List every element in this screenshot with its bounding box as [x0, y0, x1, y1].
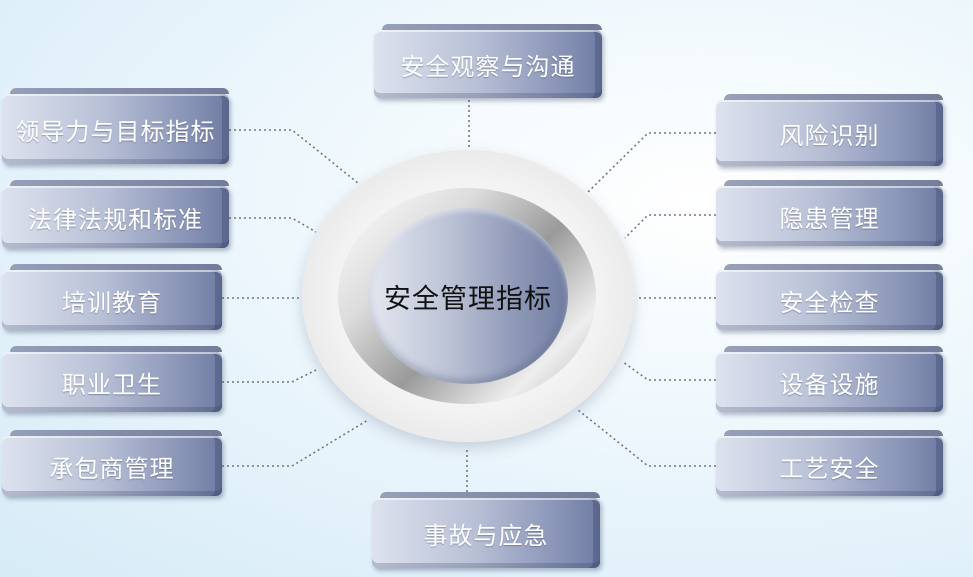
node-right-4-label: 设备设施 — [779, 370, 880, 399]
node-left-5-label: 承包商管理 — [49, 454, 175, 483]
node-bottom: 事故与应急 — [372, 492, 600, 568]
node-right-2: 隐患管理 — [716, 180, 943, 246]
node-left-2: 法律法规和标准 — [2, 180, 229, 248]
node-right-3: 安全检查 — [716, 264, 943, 330]
node-left-3: 培训教育 — [2, 264, 222, 330]
node-right-2-label: 隐患管理 — [779, 204, 880, 233]
node-left-5: 承包商管理 — [2, 430, 222, 496]
center-label: 安全管理指标 — [384, 283, 552, 315]
node-left-4: 职业卫生 — [2, 346, 222, 412]
center-node: 安全管理指标 — [368, 208, 568, 384]
connector-right-4 — [622, 361, 716, 381]
connector-left-4 — [222, 369, 317, 383]
node-left-1: 领导力与目标指标 — [2, 88, 229, 164]
node-right-5-label: 工艺安全 — [779, 454, 880, 483]
node-right-1: 风险识别 — [716, 94, 943, 166]
connector-left-1 — [229, 129, 359, 184]
node-right-4: 设备设施 — [716, 346, 943, 412]
node-left-3-label: 培训教育 — [62, 288, 162, 317]
connector-right-5 — [577, 409, 716, 467]
node-right-1-label: 风险识别 — [779, 121, 880, 150]
node-bottom-label: 事故与应急 — [423, 521, 549, 550]
node-right-3-label: 安全检查 — [779, 288, 880, 317]
connector-left-5 — [222, 419, 369, 467]
connector-right-1 — [587, 132, 716, 193]
node-top: 安全观察与沟通 — [374, 24, 602, 98]
node-right-5: 工艺安全 — [716, 430, 943, 496]
node-left-1-label: 领导力与目标指标 — [15, 117, 216, 146]
node-top-label: 安全观察与沟通 — [400, 52, 576, 81]
node-left-2-label: 法律法规和标准 — [28, 205, 203, 234]
connector-left-2 — [229, 217, 317, 233]
node-left-4-label: 职业卫生 — [62, 370, 162, 399]
connector-right-2 — [624, 214, 716, 239]
